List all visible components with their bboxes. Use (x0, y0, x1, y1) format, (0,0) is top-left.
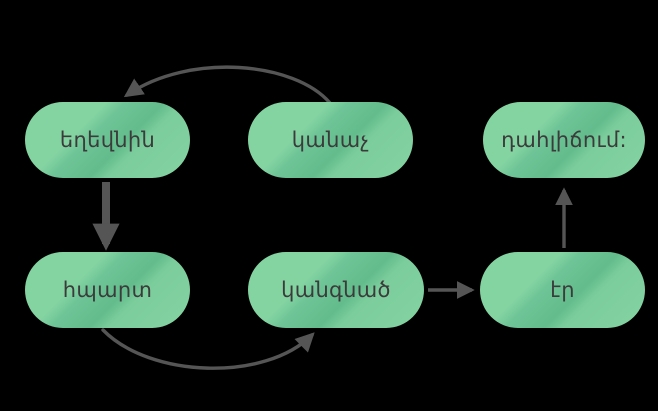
node-label: կանգնած (281, 277, 391, 302)
node-label: էր (550, 277, 575, 302)
node-eghevnin[interactable]: եղեվնին (25, 102, 190, 178)
node-label: դահլիճում: (501, 127, 627, 152)
edge-hpart-to-kangnats (101, 328, 315, 370)
node-kanach[interactable]: կանաչ (248, 102, 413, 178)
node-label: կանաչ (291, 127, 370, 152)
node-dahlichum[interactable]: դահլիճում: (483, 102, 645, 178)
node-kangnats[interactable]: կանգնած (248, 252, 424, 328)
node-hpart[interactable]: հպարտ (25, 252, 190, 328)
edge-kanach-to-eghevnin (123, 65, 332, 105)
node-label: հպարտ (62, 277, 153, 302)
node-label: եղեվնին (59, 127, 156, 152)
node-er[interactable]: էր (480, 252, 645, 328)
